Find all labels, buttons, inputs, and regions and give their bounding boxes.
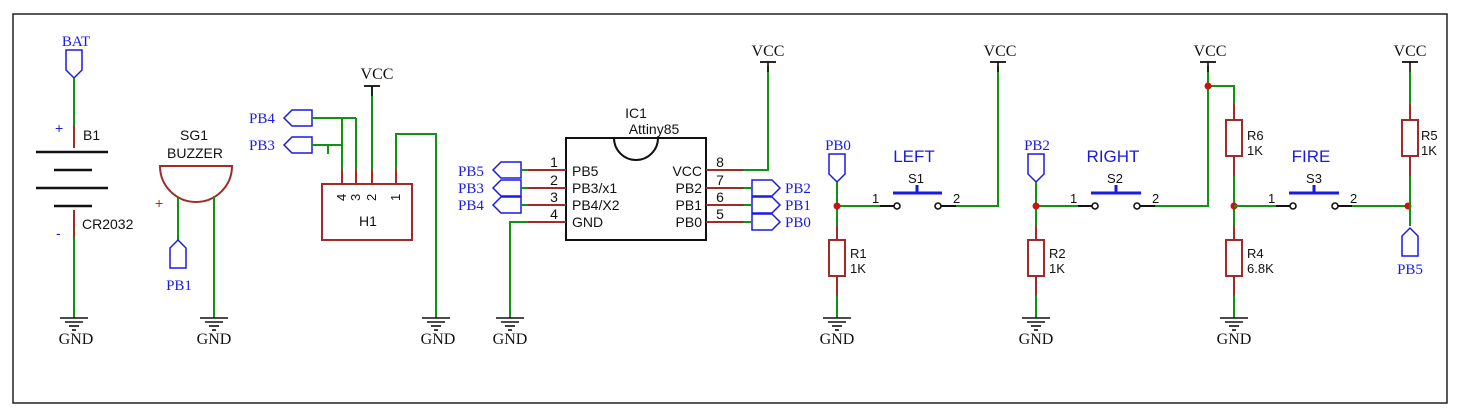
ic-pin-num-1: 1 xyxy=(550,154,558,170)
right-res-val: 1K xyxy=(1049,261,1065,276)
ic1-attiny85: IC1 Attiny85 1 2 3 4 PB5 PB3/x1 PB4/X2 G… xyxy=(458,43,811,348)
ic-pin-name-pb0: PB0 xyxy=(676,214,703,230)
fire-pin2: 2 xyxy=(1350,191,1357,206)
r6-val: 1K xyxy=(1247,143,1263,158)
fire-switch-ref: S3 xyxy=(1306,171,1322,186)
ic-left-net-pb4: PB4 xyxy=(458,198,484,214)
r5-val: 1K xyxy=(1421,143,1437,158)
header-pin-1: 1 xyxy=(388,194,403,201)
ic-left-net-pb3: PB3 xyxy=(458,181,484,197)
left-res-ref: R1 xyxy=(850,246,867,261)
buzzer-plus: + xyxy=(155,195,163,211)
ic-right-net-pb2: PB2 xyxy=(785,181,811,197)
bat-net-flag xyxy=(65,49,83,79)
gnd-label-battery: GND xyxy=(59,331,94,348)
gnd-label-buzzer: GND xyxy=(197,331,232,348)
buzzer-sg1: SG1 BUZZER + PB1 GND xyxy=(155,127,234,348)
ic-ref: IC1 xyxy=(625,105,647,121)
ic-pin-name-pb3: PB3/x1 xyxy=(572,180,617,196)
battery-plus: + xyxy=(55,120,63,136)
buzzer-ref: SG1 xyxy=(180,127,208,143)
button-fire-circuit: VCC R6 1K R4 6.8K GND FIRE S3 1 2 xyxy=(1194,43,1438,348)
bat-net-label: BAT xyxy=(62,34,90,50)
header-ref: H1 xyxy=(359,213,377,229)
header-h1: PB4 PB3 4 3 2 1 H1 VCC GND xyxy=(249,66,455,348)
header-pin-4: 4 xyxy=(334,194,349,201)
ic-pin-name-pb5: PB5 xyxy=(572,163,599,179)
right-res-ref: R2 xyxy=(1049,246,1066,261)
ic-pin-name-pb2: PB2 xyxy=(676,180,703,196)
right-pin2: 2 xyxy=(1152,191,1159,206)
ic-pin-num-5: 5 xyxy=(716,206,724,222)
gnd-label-fire: GND xyxy=(1217,331,1252,348)
header-pin-2: 2 xyxy=(364,194,379,201)
right-net-label: PB2 xyxy=(1024,138,1050,154)
buzzer-value: BUZZER xyxy=(167,145,223,161)
vcc-label-fire-right: VCC xyxy=(1394,43,1427,60)
ic-right-net-pb1: PB1 xyxy=(785,198,811,214)
ic-pin-num-3: 3 xyxy=(550,189,558,205)
r4-ref: R4 xyxy=(1247,246,1264,261)
vcc-label-left: VCC xyxy=(984,43,1017,60)
button-right-circuit: PB2 RIGHT S2 1 2 R2 1K GND xyxy=(1019,66,1209,348)
header-pin-3: 3 xyxy=(348,194,363,201)
ic-pin-name-pb4: PB4/X2 xyxy=(572,197,620,213)
right-title: RIGHT xyxy=(1087,147,1140,166)
ic-pin-num-8: 8 xyxy=(716,154,724,170)
ic-pin-num-4: 4 xyxy=(550,206,558,222)
left-title: LEFT xyxy=(893,147,935,166)
ic-pin-num-6: 6 xyxy=(716,189,724,205)
gnd-label-right: GND xyxy=(1019,331,1054,348)
battery-b1: BAT + - B1 CR2032 GND xyxy=(36,34,134,348)
button-left-circuit: PB0 LEFT S1 1 2 VCC R1 1K GND xyxy=(820,43,1017,348)
ic-pin-num-2: 2 xyxy=(550,172,558,188)
ic-left-net-pb5: PB5 xyxy=(458,164,484,180)
gnd-label-header: GND xyxy=(421,331,456,348)
vcc-label-header: VCC xyxy=(361,66,394,83)
left-net-label: PB0 xyxy=(825,138,851,154)
vcc-label-ic: VCC xyxy=(752,43,785,60)
right-pin1: 1 xyxy=(1070,191,1077,206)
left-switch-ref: S1 xyxy=(908,171,924,186)
left-pin2: 2 xyxy=(953,191,960,206)
r4-val: 6.8K xyxy=(1247,261,1274,276)
ic-pin-name-gnd: GND xyxy=(572,214,603,230)
fire-pin1: 1 xyxy=(1268,191,1275,206)
ic-pin-name-vcc: VCC xyxy=(672,163,702,179)
vcc-label-fire-left: VCC xyxy=(1194,43,1227,60)
battery-minus: - xyxy=(56,225,61,241)
r6-ref: R6 xyxy=(1247,128,1264,143)
gnd-label-left: GND xyxy=(820,331,855,348)
r5-ref: R5 xyxy=(1421,128,1438,143)
ic-value: Attiny85 xyxy=(629,121,680,137)
buzzer-net-flag xyxy=(169,239,187,269)
fire-title: FIRE xyxy=(1292,147,1331,166)
left-res-val: 1K xyxy=(850,261,866,276)
battery-value: CR2032 xyxy=(82,216,134,232)
ic-pin-name-pb1: PB1 xyxy=(676,197,703,213)
pb3-label-header: PB3 xyxy=(249,138,275,154)
ic-right-net-pb0: PB0 xyxy=(785,215,811,231)
battery-ref: B1 xyxy=(83,127,100,143)
pb3-flag-header xyxy=(283,136,313,154)
pb4-label-header: PB4 xyxy=(249,111,275,127)
gnd-label-ic: GND xyxy=(493,331,528,348)
pb4-flag-header xyxy=(283,109,313,127)
buzzer-net-label: PB1 xyxy=(166,278,192,294)
fire-net-label: PB5 xyxy=(1397,262,1423,278)
ic-pin-num-7: 7 xyxy=(716,172,724,188)
diagram-frame xyxy=(12,13,1448,404)
left-pin1: 1 xyxy=(872,191,879,206)
right-switch-ref: S2 xyxy=(1107,171,1123,186)
